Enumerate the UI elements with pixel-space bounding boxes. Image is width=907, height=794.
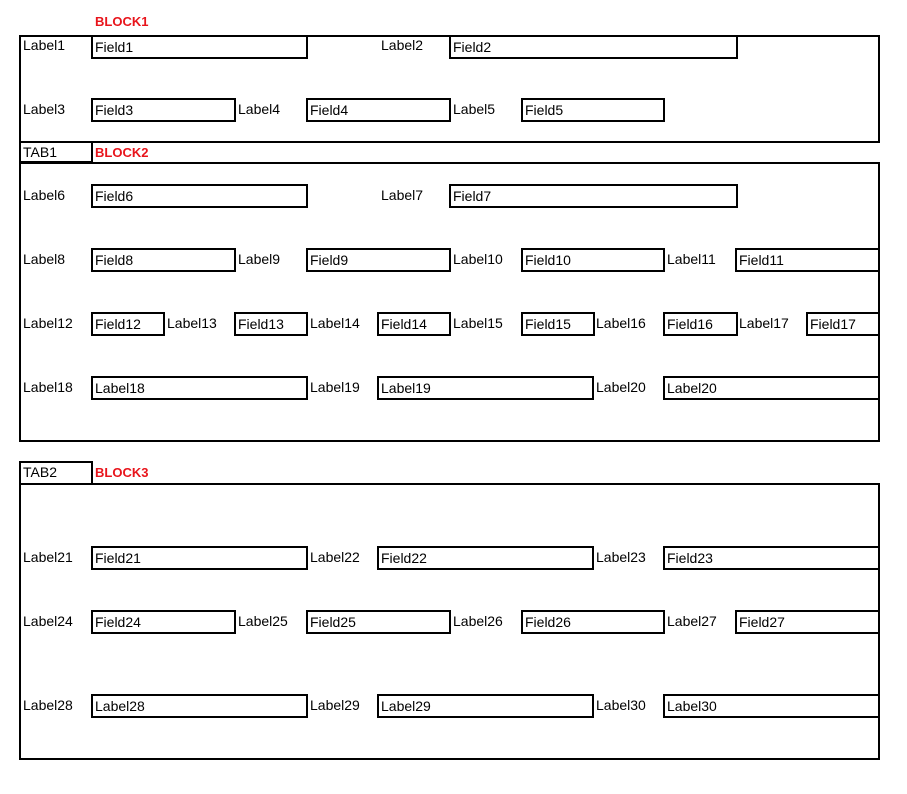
field-13[interactable]: Field13 [234,312,308,336]
field-14[interactable]: Field14 [377,312,451,336]
field-19[interactable]: Label19 [377,376,594,400]
label-16: Label16 [596,315,646,331]
field-20[interactable]: Label20 [663,376,880,400]
tab-2[interactable]: TAB2 [19,461,93,485]
label-14: Label14 [310,315,360,331]
label-6: Label6 [23,187,66,203]
field-29[interactable]: Label29 [377,694,594,718]
tab-2-label: TAB2 [23,464,57,480]
block3-title: BLOCK3 [95,465,149,480]
label-18: Label18 [23,379,73,395]
label-26: Label26 [453,613,503,629]
tab-1-label: TAB1 [23,144,57,160]
field-5[interactable]: Field5 [521,98,665,122]
label-4: Label4 [238,101,281,117]
label-2: Label2 [381,37,424,53]
label-17: Label17 [739,315,789,331]
label-27: Label27 [667,613,717,629]
label-10: Label10 [453,251,503,267]
field-16[interactable]: Field16 [663,312,738,336]
label-15: Label15 [453,315,503,331]
field-8[interactable]: Field8 [91,248,236,272]
field-17[interactable]: Field17 [806,312,880,336]
field-26[interactable]: Field26 [521,610,665,634]
field-22[interactable]: Field22 [377,546,594,570]
field-11[interactable]: Field11 [735,248,880,272]
label-30: Label30 [596,697,646,713]
field-21[interactable]: Field21 [91,546,308,570]
label-1: Label1 [23,37,66,53]
label-12: Label12 [23,315,73,331]
label-7: Label7 [381,187,424,203]
field-12[interactable]: Field12 [91,312,165,336]
field-1[interactable]: Field1 [91,35,308,59]
label-23: Label23 [596,549,646,565]
label-11: Label11 [667,251,716,267]
label-19: Label19 [310,379,360,395]
field-4[interactable]: Field4 [306,98,451,122]
field-9[interactable]: Field9 [306,248,451,272]
field-18[interactable]: Label18 [91,376,308,400]
field-6[interactable]: Field6 [91,184,308,208]
field-27[interactable]: Field27 [735,610,880,634]
block2-title: BLOCK2 [95,145,149,160]
field-25[interactable]: Field25 [306,610,451,634]
label-9: Label9 [238,251,281,267]
label-20: Label20 [596,379,646,395]
label-24: Label24 [23,613,73,629]
label-25: Label25 [238,613,288,629]
field-3[interactable]: Field3 [91,98,236,122]
field-30[interactable]: Label30 [663,694,880,718]
field-2[interactable]: Field2 [449,35,738,59]
label-22: Label22 [310,549,360,565]
label-21: Label21 [23,549,73,565]
field-23[interactable]: Field23 [663,546,880,570]
label-13: Label13 [167,315,217,331]
label-29: Label29 [310,697,360,713]
label-8: Label8 [23,251,66,267]
label-3: Label3 [23,101,66,117]
field-28[interactable]: Label28 [91,694,308,718]
block1-title: BLOCK1 [95,14,149,29]
field-15[interactable]: Field15 [521,312,595,336]
tab-1[interactable]: TAB1 [19,141,93,163]
field-10[interactable]: Field10 [521,248,665,272]
field-24[interactable]: Field24 [91,610,236,634]
label-28: Label28 [23,697,73,713]
label-5: Label5 [453,101,496,117]
field-7[interactable]: Field7 [449,184,738,208]
